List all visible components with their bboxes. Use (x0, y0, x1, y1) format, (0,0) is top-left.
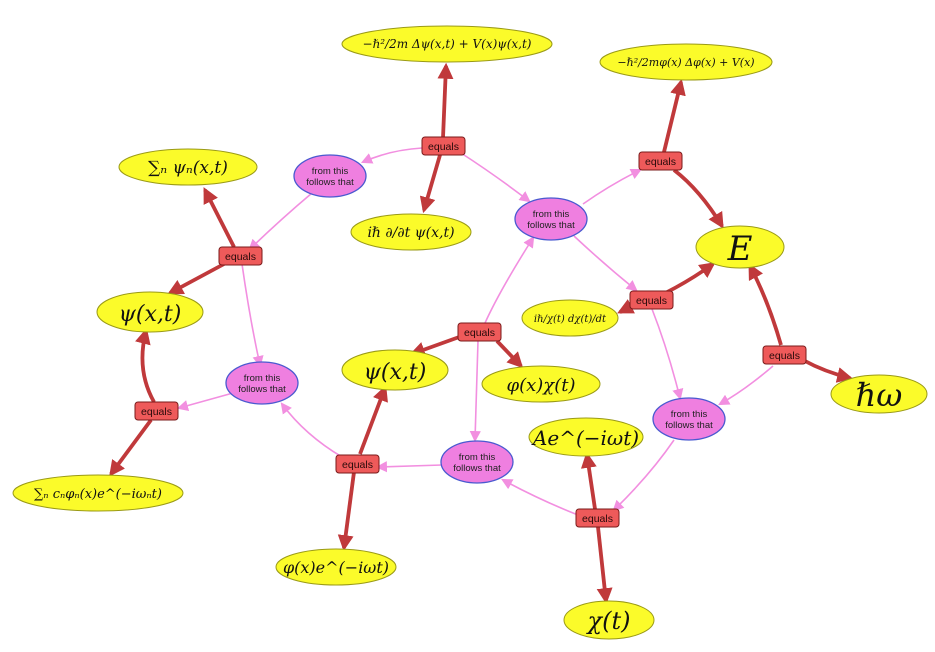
follows-node-line1: from this (312, 166, 349, 177)
follows-node-line2: follows that (665, 420, 713, 431)
node-stationary-label: φ(x)e^(−iωt) (283, 558, 389, 577)
follows-node-line2: follows that (306, 177, 354, 188)
node-energy[interactable]: E (695, 225, 785, 269)
edge-equals-to-chi (596, 526, 613, 605)
follows-node[interactable]: from this follows that (652, 397, 726, 441)
node-sum-psi[interactable]: ∑ₙ ψₙ(x,t) (118, 148, 258, 186)
follows-node-line2: follows that (238, 384, 286, 395)
edge-equals-to-psi-left (167, 262, 225, 295)
edges (109, 62, 854, 605)
edge-follow-to-equals-1 (248, 192, 313, 251)
node-series[interactable]: ∑ₙ cₙφₙ(x)e^(−iωₙt) (12, 474, 184, 512)
edge-follow-to-equals-chi (612, 439, 675, 512)
follows-node-line2: follows that (527, 220, 575, 231)
equals-node-label: equals (636, 295, 667, 307)
follows-nodes: from this follows that from this follows… (225, 154, 726, 484)
edge-follow-from-equals-top (460, 152, 531, 203)
equals-node-label: equals (141, 406, 172, 418)
node-sum-psi-label: ∑ₙ ψₙ(x,t) (148, 158, 228, 178)
equals-node[interactable]: equals (629, 290, 674, 310)
follows-node[interactable]: from this follows that (225, 361, 299, 405)
node-psi-left[interactable]: ψ(x,t) (96, 291, 204, 333)
follows-node[interactable]: from this follows that (514, 197, 588, 241)
equals-node-label: equals (645, 156, 676, 168)
edge-equals-to-energy (672, 168, 724, 229)
edge-equals-to-psi-left-2 (135, 327, 156, 403)
edge-equals-to-hamiltonian (437, 62, 454, 139)
node-product[interactable]: φ(x)χ(t) (481, 365, 601, 403)
edge-equals-to-energy-from-hbar (748, 263, 783, 346)
equals-node-label: equals (582, 513, 613, 525)
equals-node-label: equals (342, 459, 373, 471)
edge-follow-to-equals-left2 (176, 392, 234, 411)
node-hbar-omega[interactable]: ℏω (830, 374, 928, 414)
node-stationary[interactable]: φ(x)e^(−iωt) (275, 548, 397, 586)
node-hamiltonian-label: −ℏ²/2m Δψ(x,t) + V(x)ψ(x,t) (363, 37, 532, 51)
node-psi-mid-label: ψ(x,t) (364, 360, 427, 385)
equals-node[interactable]: equals (134, 401, 179, 421)
node-chi[interactable]: χ(t) (563, 600, 655, 640)
equals-node[interactable]: equals (575, 508, 620, 528)
node-hamiltonian[interactable]: −ℏ²/2m Δψ(x,t) + V(x)ψ(x,t) (341, 25, 553, 63)
edge-equals-to-stationary (337, 471, 356, 552)
node-exponential-label: Ae^(−iωt) (531, 426, 639, 450)
equals-node[interactable]: equals (335, 454, 380, 474)
edge-equals-to-time-deriv (419, 154, 442, 214)
edge-follow-from-equals-product-down (469, 340, 481, 443)
equals-node[interactable]: equals (457, 322, 502, 342)
node-psi-mid[interactable]: ψ(x,t) (341, 349, 449, 391)
equals-node[interactable]: equals (638, 151, 683, 171)
edge-follow-from-equals-chi (501, 478, 579, 516)
equals-node[interactable]: equals (218, 246, 263, 266)
node-energy-label: E (727, 229, 753, 269)
follows-node-line1: from this (533, 209, 570, 220)
follows-node-line1: from this (671, 409, 708, 420)
edge-equals-to-psi-mid-2 (358, 385, 388, 455)
follows-node-line1: from this (244, 373, 281, 384)
node-ham-sep[interactable]: −ℏ²/2mφ(x) Δφ(x) + V(x) (599, 43, 773, 81)
expression-nodes: −ℏ²/2m Δψ(x,t) + V(x)ψ(x,t) −ℏ²/2mφ(x) Δ… (12, 25, 928, 640)
node-time-deriv[interactable]: iℏ ∂/∂t ψ(x,t) (350, 213, 472, 251)
edge-equals-to-series (109, 418, 153, 477)
edge-follow-to-equals-mid (375, 461, 443, 473)
edge-equals-to-hbar-omega (802, 358, 854, 383)
equals-node-label: equals (225, 251, 256, 263)
edge-equals-to-sum-psi (203, 187, 236, 248)
edge-follow-from-equals-time (651, 308, 684, 401)
node-psi-left-label: ψ(x,t) (119, 302, 182, 327)
edge-equals-to-psi-mid (408, 334, 463, 358)
edge-follow-to-equals-sep (582, 168, 643, 205)
node-exponential[interactable]: Ae^(−iωt) (528, 417, 644, 457)
equals-node-label: equals (428, 141, 459, 153)
equals-node[interactable]: equals (421, 136, 466, 156)
edge-follow-from-equals-mid (280, 402, 343, 458)
edge-follow-from-equals-hbar (718, 365, 774, 406)
follows-node-line1: from this (459, 452, 496, 463)
node-time-deriv-label: iℏ ∂/∂t ψ(x,t) (367, 225, 454, 241)
node-hbar-omega-label: ℏω (856, 376, 903, 414)
follows-node-line2: follows that (453, 463, 501, 474)
edge-follow-to-follows-1 (360, 147, 423, 164)
follows-node[interactable]: from this follows that (440, 440, 514, 484)
edge-equals-to-exponential (580, 451, 597, 510)
follows-node[interactable]: from this follows that (293, 154, 367, 198)
edge-follow-from-equals-left (241, 263, 264, 368)
equals-node-label: equals (769, 350, 800, 362)
edge-equals-to-product (495, 339, 524, 369)
node-series-label: ∑ₙ cₙφₙ(x)e^(−iωₙt) (34, 487, 162, 502)
node-product-label: φ(x)χ(t) (507, 375, 576, 396)
equals-node[interactable]: equals (762, 345, 807, 365)
edge-follow-to-equals-time (573, 235, 638, 292)
node-time-sep[interactable]: iℏ/χ(t) dχ(t)/dt (521, 299, 619, 337)
node-ham-sep-label: −ℏ²/2mφ(x) Δφ(x) + V(x) (617, 56, 754, 69)
edge-follow-from-equals-product-up (484, 236, 535, 324)
node-chi-label: χ(t) (586, 607, 631, 635)
equals-nodes: equals equals equals equals equals equal… (134, 136, 807, 528)
node-time-sep-label: iℏ/χ(t) dχ(t)/dt (534, 314, 607, 325)
equals-node-label: equals (464, 327, 495, 339)
edge-equals-to-ham-sep (662, 78, 686, 153)
